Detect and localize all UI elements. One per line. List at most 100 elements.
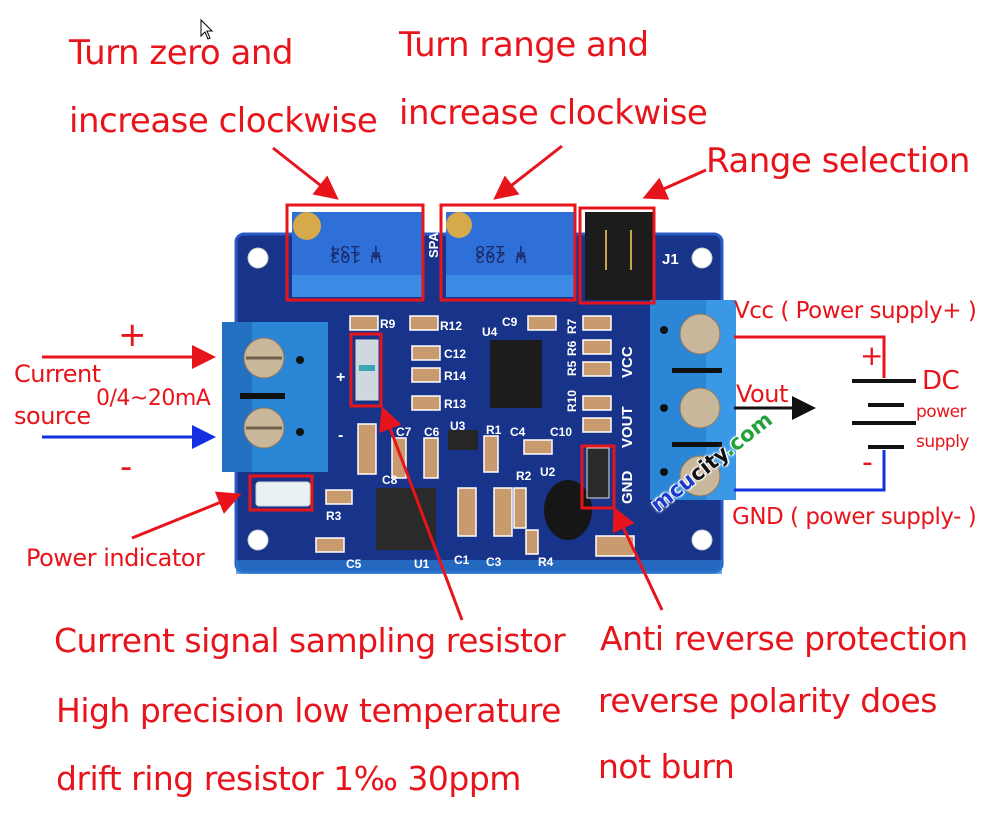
ic-u4: [490, 340, 542, 408]
vcc-label: Vcc ( Power supply+ ): [734, 298, 977, 324]
range-jumper[interactable]: [585, 212, 653, 300]
terminal-screw-icon[interactable]: [679, 455, 721, 497]
current-source-label-line2: source: [14, 402, 91, 430]
silk-c6: C6: [424, 425, 440, 439]
silk-vcc-label: VCC: [619, 346, 636, 378]
silk-r2: R2: [516, 469, 532, 483]
silk-r12: R12: [440, 319, 462, 333]
current-source-label-line1: Current: [14, 360, 101, 388]
diode-d1[interactable]: [586, 447, 610, 499]
power-led-d2[interactable]: [255, 481, 311, 507]
vout-label: Vout: [736, 380, 788, 408]
silk-r14: R14: [444, 369, 466, 383]
terminal-screw-icon[interactable]: [679, 387, 721, 429]
adjust-screw-icon[interactable]: [293, 212, 321, 240]
gnd-wire: [734, 450, 886, 492]
range-selection-callout: Range selection: [706, 141, 970, 181]
dc-supply-line1: power: [916, 402, 967, 422]
silk-c7: C7: [396, 425, 412, 439]
ic-u3: [448, 430, 478, 450]
ic-u1: [376, 488, 436, 550]
mouse-pointer-icon: [200, 18, 214, 40]
silk-r3: R3: [326, 509, 342, 523]
mounting-hole: [691, 247, 713, 269]
silk-r4: R4: [538, 555, 554, 569]
silk-r10: R10: [565, 390, 579, 412]
highlight-span-pot: [439, 203, 577, 302]
input-plus-sign: +: [118, 315, 147, 355]
silk-u2: U2: [540, 465, 556, 479]
silk-u4: U4: [482, 325, 498, 339]
highlight-boxes: [248, 203, 656, 512]
anti-reverse-callout-line3: not burn: [598, 747, 735, 786]
mounting-hole: [247, 247, 269, 269]
sampling-resistor-callout-line3: drift ring resistor 1‰ 30ppm: [56, 759, 521, 798]
span-pot-marking-bottom: T 128: [475, 240, 526, 259]
terminal-screw-icon[interactable]: [679, 313, 721, 355]
dc-minus-sign: -: [862, 445, 873, 480]
silk-c4: C4: [510, 425, 526, 439]
silk-c8: C8: [382, 473, 398, 487]
mounting-hole: [691, 529, 713, 551]
zero-pot-marking-top: W 103: [330, 246, 381, 265]
battery-symbol-icon: [852, 379, 916, 449]
input-terminal-block[interactable]: [222, 322, 328, 472]
current-range-label: 0/4~20mA: [96, 386, 211, 411]
silk-r9: R9: [380, 317, 396, 331]
silk-r6: R6: [565, 340, 579, 356]
input-minus-sign: -: [120, 447, 132, 487]
silk-u1: U1: [414, 557, 430, 571]
dc-supply-title: DC: [922, 366, 960, 396]
power-indicator-callout: Power indicator: [26, 544, 205, 572]
silk-c5: C5: [346, 557, 362, 571]
highlight-zero-pot: [285, 203, 425, 302]
arrow-range-selection: [642, 168, 707, 200]
zero-potentiometer[interactable]: [292, 212, 422, 297]
callout-arrows: [42, 144, 707, 621]
silk-u3: U3: [450, 419, 466, 433]
arrow-sampling-resistor: [379, 406, 464, 621]
arrow-zero-pot: [272, 146, 339, 200]
silk-gnd-label: GND: [619, 471, 636, 505]
silk-c1: C1: [454, 553, 470, 567]
arrow-anti-reverse: [612, 506, 664, 611]
silk-c10: C10: [550, 425, 572, 439]
output-terminal-block[interactable]: [650, 300, 736, 500]
span-pot-callout-line1: Turn range and: [399, 25, 649, 65]
silk-c12: C12: [444, 347, 466, 361]
dc-supply-line2: supply: [916, 432, 970, 452]
span-pot-marking-top: W 203: [475, 246, 526, 265]
span-pot-callout-line2: increase clockwise: [399, 93, 708, 133]
zero-pot-callout-line2: increase clockwise: [69, 101, 378, 141]
silk-r13: R13: [444, 397, 466, 411]
adjust-screw-icon[interactable]: [446, 212, 472, 238]
silk-vout-label: VOUT: [619, 406, 636, 448]
anti-reverse-callout-line1: Anti reverse protection: [600, 619, 968, 658]
zero-pot-callout-line1: Turn zero and: [69, 33, 293, 73]
silk-input-plus: +: [336, 369, 345, 386]
arrow-power-indicator: [131, 491, 242, 540]
silk-r5: R5: [565, 360, 579, 376]
smd-components: [315, 315, 635, 557]
highlight-diode: [580, 444, 616, 510]
mounting-hole: [247, 529, 269, 551]
highlight-jumper: [578, 206, 656, 305]
silk-r1: R1: [486, 423, 502, 437]
span-potentiometer[interactable]: [446, 212, 574, 297]
silk-c9: C9: [502, 315, 518, 329]
vcc-wire: [734, 335, 886, 378]
sampling-resistor-callout-line2: High precision low temperature: [56, 691, 561, 730]
silk-input-minus: -: [338, 427, 343, 444]
zero-pot-marking-bottom: T 134: [330, 240, 381, 259]
silk-c3: C3: [486, 555, 502, 569]
highlight-led: [248, 474, 314, 512]
sampling-resistor-callout-line1: Current signal sampling resistor: [54, 621, 566, 660]
silk-r7: R7: [565, 318, 579, 334]
anti-reverse-callout-line2: reverse polarity does: [598, 681, 937, 720]
gnd-label: GND ( power supply- ): [732, 504, 977, 530]
highlight-sampling-resistor: [349, 332, 383, 408]
regulator-u2: [544, 480, 592, 540]
silk-j1-label: J1: [662, 251, 679, 268]
silk-span-label: SPAN: [426, 223, 441, 258]
